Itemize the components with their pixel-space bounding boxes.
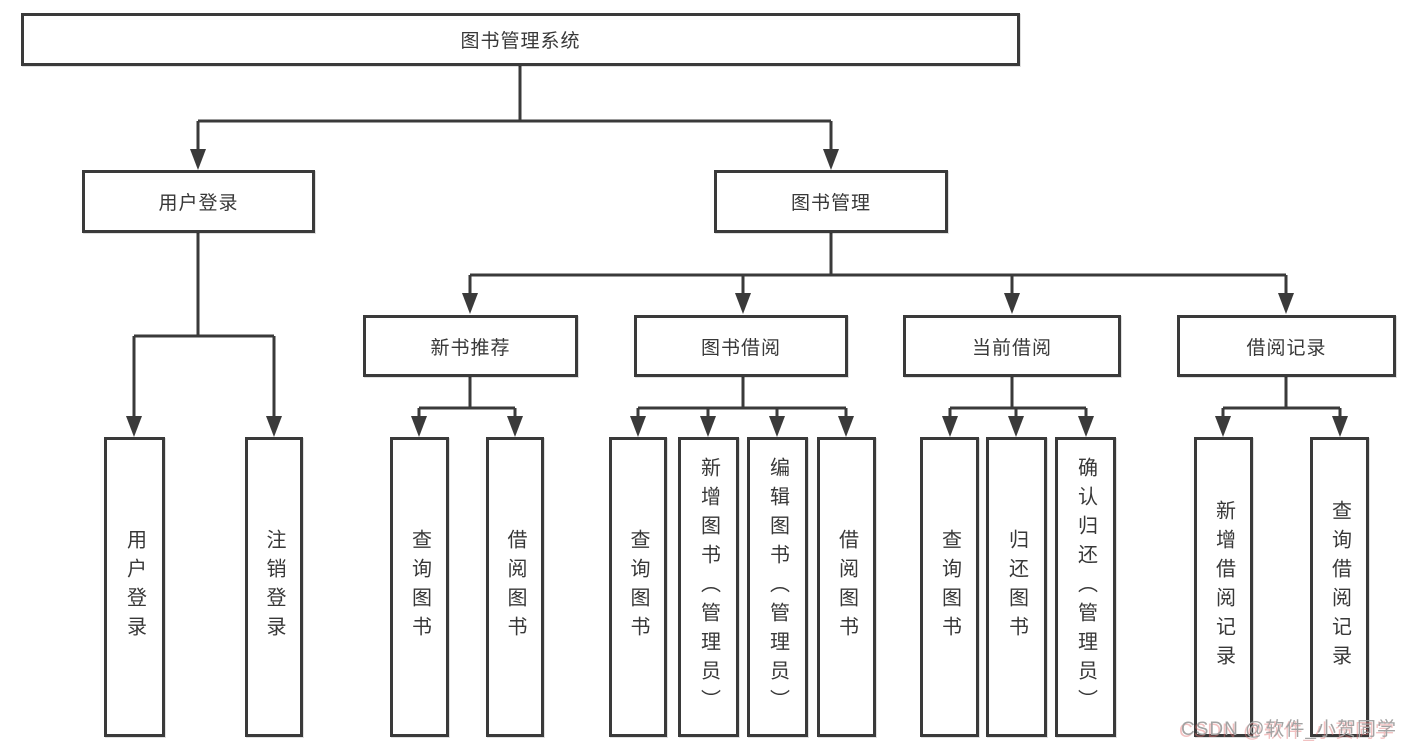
leaf-user-login: 用户登录 (104, 437, 165, 737)
leaf-borrow-add-book-admin: 新增图书（管理员） (678, 437, 739, 737)
leaf-records-query: 查询借阅记录 (1310, 437, 1369, 737)
leaf-newbook-query: 查询图书 (390, 437, 449, 737)
node-book-management-label: 图书管理 (790, 193, 871, 214)
connector-root-to-level2 (196, 66, 833, 152)
node-borrow-records: 借阅记录 (1177, 315, 1396, 377)
node-current-borrow: 当前借阅 (903, 315, 1121, 377)
leaf-records-add: 新增借阅记录 (1194, 437, 1253, 737)
leaf-borrow-book: 借阅图书 (817, 437, 876, 737)
leaf-borrow-edit-book-admin: 编辑图书（管理员） (747, 437, 808, 737)
node-book-management: 图书管理 (714, 170, 948, 233)
leaf-current-return: 归还图书 (986, 437, 1047, 737)
node-borrow-records-label: 借阅记录 (1246, 337, 1327, 359)
leaf-logout: 注销登录 (245, 437, 303, 737)
node-current-borrow-label: 当前借阅 (971, 337, 1052, 359)
connector-current-to-leaves (948, 377, 1088, 419)
node-book-borrow: 图书借阅 (634, 315, 848, 377)
leaf-current-query: 查询图书 (920, 437, 979, 737)
node-new-book-recommend: 新书推荐 (363, 315, 578, 377)
node-new-book-recommend-label: 新书推荐 (430, 337, 511, 359)
csdn-watermark: CSDN @软件_小贺同学 (1181, 719, 1397, 740)
node-user-login: 用户登录 (82, 170, 315, 233)
node-root: 图书管理系统 (21, 13, 1020, 66)
node-book-borrow-label: 图书借阅 (700, 337, 781, 359)
connector-records-to-leaves (1221, 377, 1342, 419)
leaf-newbook-borrow: 借阅图书 (486, 437, 544, 737)
leaf-borrow-query: 查询图书 (609, 437, 667, 737)
arrowheads (126, 149, 1348, 437)
connector-newbook-to-leaves (417, 377, 517, 419)
connector-login-to-leaves (132, 233, 276, 419)
connector-borrow-to-leaves (636, 377, 848, 419)
leaf-current-confirm-return-admin: 确认归还（管理员） (1055, 437, 1116, 737)
node-user-login-label: 用户登录 (158, 193, 239, 214)
connector-bookmgmt-to-level3 (468, 233, 1288, 295)
node-root-label: 图书管理系统 (460, 31, 581, 52)
